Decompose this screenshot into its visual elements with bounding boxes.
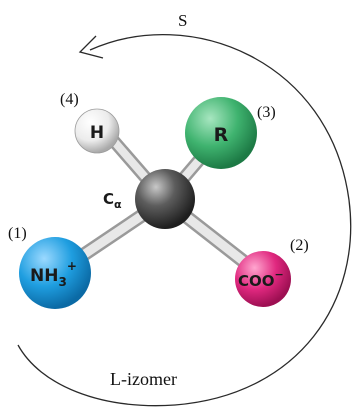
atom-h-label: H xyxy=(90,123,104,143)
rotation-arrowhead xyxy=(78,35,104,59)
isomer-name: L-izomer xyxy=(110,369,177,389)
atom-coo-label: COO− xyxy=(238,268,284,290)
atom-nh3-label: NH3+ xyxy=(30,259,77,289)
atom-coo: COO− (2) xyxy=(235,237,309,307)
atom-c-alpha-sphere xyxy=(135,169,195,229)
rotation-arc xyxy=(17,34,352,407)
priority-h: (4) xyxy=(60,91,79,108)
center-label-text: C xyxy=(103,190,114,208)
atom-h: H (4) xyxy=(60,91,120,154)
atom-nh3-text: NH xyxy=(30,266,58,286)
atom-nh3-superscript: + xyxy=(67,259,77,273)
atom-nh3: NH3+ (1) xyxy=(8,225,91,309)
atom-r: R (3) xyxy=(185,97,276,169)
atom-nh3-sphere xyxy=(19,237,91,309)
center-label-subscript: α xyxy=(114,198,122,211)
priority-r: (3) xyxy=(257,104,276,121)
atom-coo-text: COO xyxy=(238,272,275,290)
atom-coo-sphere xyxy=(235,251,291,307)
center-label: Cα xyxy=(103,190,122,211)
priority-coo: (2) xyxy=(290,237,309,254)
atom-r-label: R xyxy=(214,124,229,146)
atom-h-sphere xyxy=(74,108,120,154)
atom-nh3-subscript: 3 xyxy=(58,275,66,289)
atom-c-alpha: Cα xyxy=(103,169,195,229)
atom-r-sphere xyxy=(185,97,257,169)
atom-coo-superscript: − xyxy=(275,268,284,281)
priority-nh3: (1) xyxy=(8,225,27,242)
rotation-label: S xyxy=(178,11,187,30)
rotation-arrow: S xyxy=(17,11,352,407)
